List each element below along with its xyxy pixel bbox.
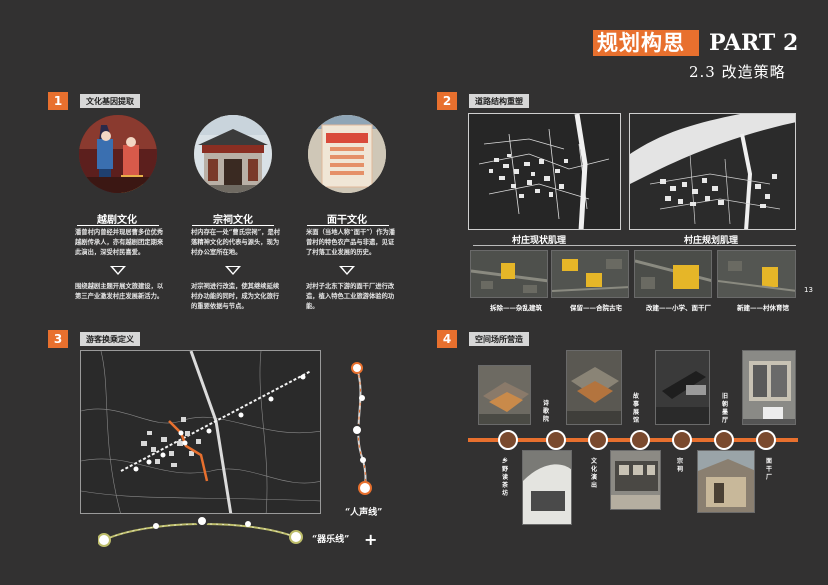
aerial-demolish — [470, 250, 548, 298]
space-label-noodle-factory: 面干厂 — [765, 458, 772, 481]
aerial-keep — [551, 250, 629, 298]
culture-strategy-hall: 对宗祠进行改造，使其继续延续村办功能的同时，成为文化旅行的重要依据与节点。 — [191, 283, 280, 310]
current-texture-map — [468, 113, 621, 230]
space-photo-4 — [742, 350, 796, 425]
section-3-number: 3 — [48, 330, 68, 348]
section-1-number: 1 — [48, 92, 68, 110]
space-photo-1 — [478, 365, 531, 425]
voice-line-label: “人声线” — [345, 508, 383, 518]
space-label-teahouse: 乡野读茶坊 — [501, 458, 508, 497]
divider — [473, 245, 796, 246]
route-map — [80, 350, 321, 514]
arrow-down-icon — [225, 266, 241, 275]
section-2-label: 道路结构重塑 — [469, 94, 529, 108]
ancestral-hall-photo — [194, 115, 272, 193]
space-label-performance: 文化演出 — [590, 458, 597, 489]
space-label-story: 故事展馆 — [632, 393, 639, 424]
space-photo-2 — [566, 350, 622, 425]
strategy-new: 新建——村休育馆 — [737, 304, 789, 312]
planned-texture-map — [629, 113, 796, 230]
section-4-number: 4 — [437, 330, 457, 348]
section-4-label: 空间场所营造 — [469, 332, 529, 346]
opera-photo — [79, 115, 157, 193]
divider — [77, 225, 159, 226]
arrow-down-icon — [110, 266, 126, 275]
strategy-keep: 保留——合院古宅 — [570, 304, 622, 312]
strategy-demolish: 拆除——杂乱建筑 — [490, 304, 542, 312]
culture-title-noodle: 面干文化 — [327, 215, 367, 226]
page-subtitle: 2.3 改造策略 — [689, 63, 786, 81]
culture-strategy-noodle: 对村子北东下游的面干厂进行改造，植入特色工业旅游体验的功能。 — [306, 283, 395, 310]
space-label-hall: 旧朝墨厅 — [721, 393, 728, 424]
noodle-photo — [308, 115, 386, 193]
culture-title-opera: 越剧文化 — [97, 215, 137, 226]
culture-strategy-opera: 围绕越剧主题开展文旅建设，以第三产业激发村庄发展新活力。 — [75, 283, 164, 300]
music-line-diagram — [98, 515, 303, 547]
planned-texture-label: 村庄规划肌理 — [684, 236, 739, 246]
current-texture-label: 村庄现状肌理 — [512, 236, 567, 246]
page-number: 13 — [804, 286, 813, 294]
space-photo-6 — [610, 450, 661, 510]
page-title-zh: 规划构思 — [597, 30, 685, 55]
aerial-new — [717, 250, 796, 298]
space-label-poetry: 诗歌院 — [542, 400, 549, 423]
space-photo-3 — [655, 350, 710, 425]
music-line-label: “器乐线” — [312, 535, 350, 545]
strategy-renovate: 改建——小学、面干厂 — [646, 304, 711, 312]
title-highlight — [593, 30, 699, 56]
culture-title-hall: 宗祠文化 — [213, 215, 253, 226]
divider — [307, 225, 389, 226]
voice-line-diagram — [351, 362, 372, 495]
timeline-nodes — [498, 430, 776, 450]
section-2-number: 2 — [437, 92, 457, 110]
space-label-ancestral: 宗祠 — [676, 458, 683, 473]
space-photo-7 — [697, 450, 755, 513]
culture-desc-hall: 村内存在一处“曹氏宗祠”，是村落精神文化的代表与源头，现为村办公室所在地。 — [191, 229, 281, 256]
culture-desc-noodle: 米面（当地人称“面干”）作为潘曾村的特色农产品与非遗，见证了村落工业发展的历史。 — [306, 229, 396, 256]
divider — [192, 225, 274, 226]
plus-sign: + — [364, 530, 378, 549]
section-1-label: 文化基因提取 — [80, 94, 140, 108]
culture-desc-opera: 潘曾村内曾经并现居曹多位优秀越剧传承人，亦有越剧团定期来此演出，深受村民喜爱。 — [75, 229, 164, 256]
aerial-renovate — [634, 250, 712, 298]
page-title-en: PART 2 — [709, 30, 799, 56]
arrow-down-icon — [339, 266, 355, 275]
space-photo-5 — [522, 450, 572, 525]
section-3-label: 游客换乘定义 — [80, 332, 140, 346]
